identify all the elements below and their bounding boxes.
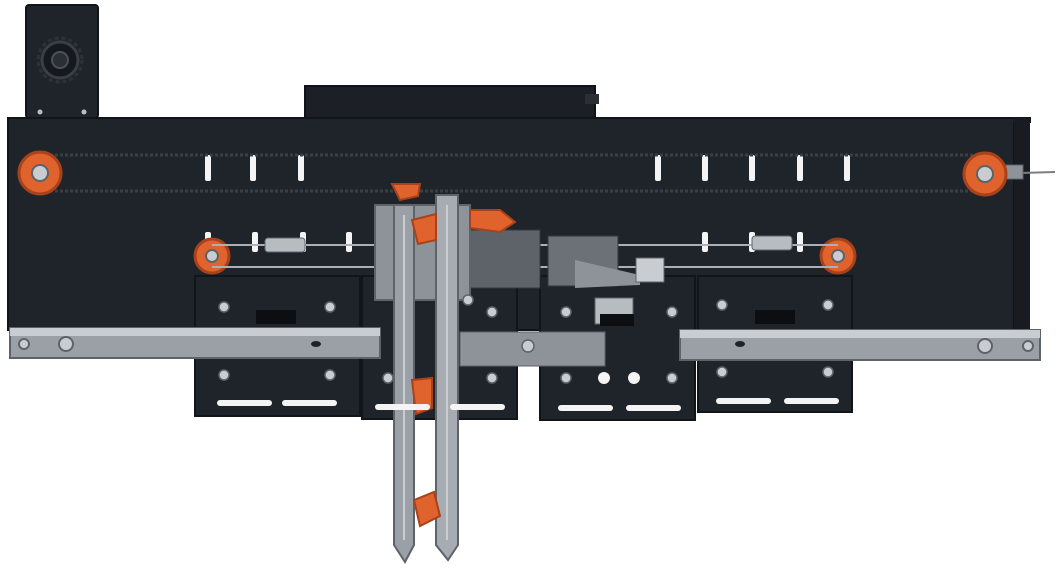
header-plate (7, 117, 1031, 331)
vane-lever (390, 183, 517, 528)
plate-windows (256, 310, 795, 326)
left-hanger-rail (9, 327, 381, 359)
right-hanger-rail (679, 329, 1041, 361)
drive-belt (40, 153, 1056, 193)
plate-cutouts (217, 372, 839, 411)
pulley-icon (819, 237, 857, 275)
upper-slots (205, 155, 850, 181)
gear-icon (36, 36, 84, 84)
bolt-icon (218, 294, 834, 384)
pulley-icon (17, 150, 63, 196)
pulley-icon (193, 237, 231, 275)
hanger-mechanism (459, 229, 665, 367)
motor-bracket (25, 4, 99, 119)
pulley-icon (962, 151, 1008, 197)
top-rail-channel (304, 85, 596, 119)
